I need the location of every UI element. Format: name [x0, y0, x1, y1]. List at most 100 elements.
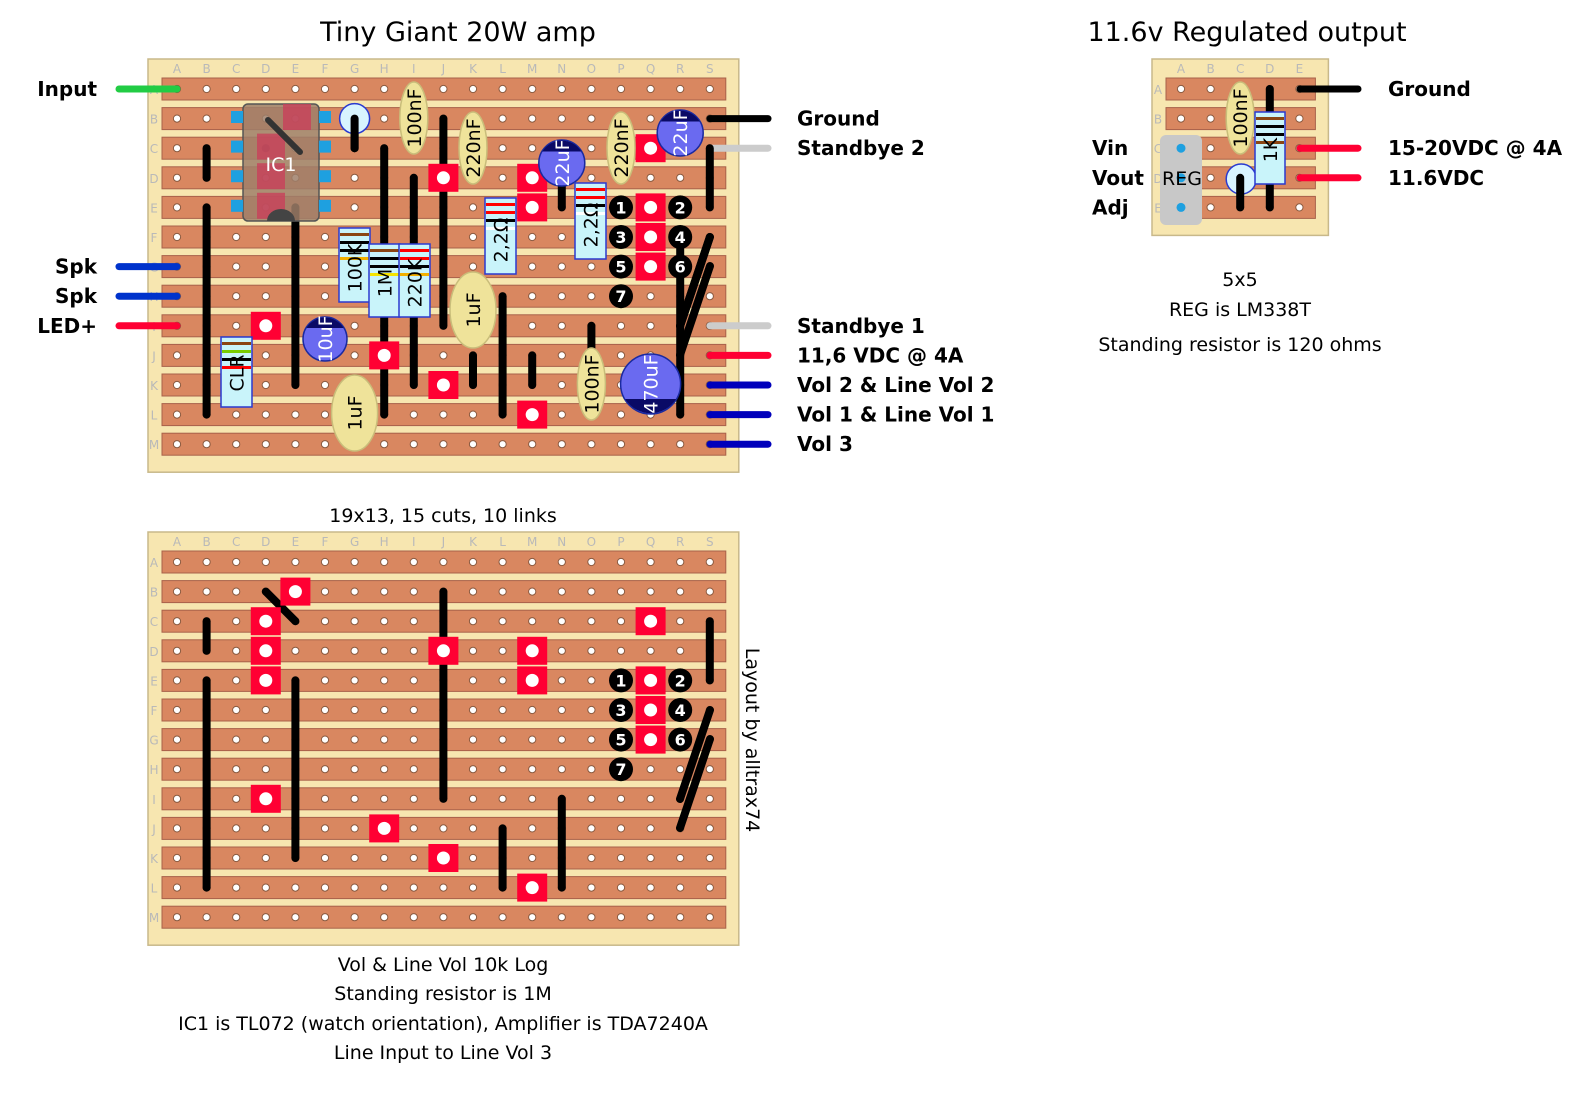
reg-resistor-1k-color-band — [1256, 125, 1284, 128]
bottom-hole — [705, 883, 714, 892]
reg-note-size: 5x5 — [1222, 269, 1257, 291]
top-col-label: E — [292, 62, 300, 76]
bottom-hole — [320, 557, 330, 567]
bottom-hole — [528, 853, 537, 863]
reg-hole — [1176, 84, 1186, 94]
resistor-2r2-1-color-band — [486, 203, 515, 206]
reg-resistor-1k-color-band — [1256, 141, 1284, 144]
amp-pin-number: 1 — [615, 198, 626, 217]
track-cut-hole — [377, 821, 391, 835]
top-hole — [350, 321, 359, 330]
reg-row-label: B — [1154, 113, 1162, 127]
reg-hole — [1206, 203, 1215, 212]
top-col-label: F — [322, 62, 329, 76]
bottom-hole — [380, 617, 389, 626]
bottom-hole — [320, 824, 330, 833]
bottom-hole — [676, 587, 685, 596]
top-row-label: L — [151, 409, 158, 423]
top-hole — [498, 173, 507, 182]
bottom-hole — [232, 883, 241, 892]
bottom-hole — [232, 853, 241, 863]
reg-wire-label-1: 15-20VDC @ 4A — [1388, 136, 1563, 160]
top-hole — [232, 321, 241, 330]
bottom-hole — [380, 794, 389, 803]
resistor-clr-color-band — [222, 366, 251, 369]
top-col-label: M — [527, 62, 537, 76]
bottom-hole — [616, 587, 626, 596]
amp-pin-marker — [668, 195, 693, 220]
bottom-hole — [380, 913, 389, 922]
bottom-hole — [468, 824, 478, 833]
top-hole — [528, 321, 537, 330]
bottom-hole — [232, 587, 241, 596]
top-hole — [646, 321, 655, 330]
amp-pin-marker — [668, 254, 693, 279]
top-hole — [616, 84, 626, 94]
bottom-hole — [557, 587, 566, 596]
reg-col-label: E — [1296, 62, 1304, 76]
amp-pin-number: 2 — [675, 198, 686, 217]
amp-pin-marker — [668, 698, 693, 722]
bottom-hole — [380, 557, 389, 567]
bottom-hole — [616, 913, 626, 922]
top-hole — [291, 410, 300, 419]
top-hole — [261, 232, 270, 242]
resistor-1m-color-band — [370, 273, 399, 276]
amp-pin-number: 7 — [615, 760, 626, 779]
top-hole — [291, 440, 300, 449]
track-cut-hole — [644, 230, 658, 244]
top-hole — [557, 440, 566, 449]
bottom-hole — [676, 557, 685, 567]
top-hole — [557, 351, 566, 360]
top-col-label: P — [617, 62, 624, 76]
bottom-hole — [261, 853, 270, 863]
track-cut-hole — [525, 200, 539, 214]
bottom-col-label: F — [322, 535, 329, 549]
bottom-hole — [172, 587, 182, 596]
bottom-col-label: N — [557, 535, 566, 549]
bottom-col-label: M — [527, 535, 537, 549]
bottom-col-label: Q — [646, 535, 655, 549]
bottom-hole — [676, 853, 685, 863]
bottom-col-label: P — [617, 535, 624, 549]
top-hole — [439, 410, 448, 419]
bottom-hole — [468, 883, 478, 892]
cap-100nf-2-label: 100nF — [581, 354, 603, 413]
bottom-hole — [557, 557, 566, 567]
bottom-hole — [172, 913, 182, 922]
top-hole — [616, 321, 626, 330]
top-hole — [320, 232, 330, 242]
resistor-100k-label: 100K — [345, 243, 367, 292]
bottom-hole — [350, 646, 359, 655]
top-hole — [468, 232, 478, 242]
track-cut-hole — [288, 585, 302, 599]
bottom-hole — [202, 557, 211, 567]
bottom-hole — [261, 883, 270, 892]
ic1-cut-under — [257, 163, 285, 190]
ic1-notch — [267, 209, 295, 221]
bottom-col-label: I — [412, 535, 416, 549]
bottom-hole — [498, 794, 507, 803]
wire-label-11-6-vdc-4a: 11,6 VDC @ 4A — [797, 343, 964, 367]
amp-pin-marker — [668, 668, 693, 693]
top-hole — [528, 144, 537, 153]
resistor-1m-color-band — [370, 265, 399, 268]
track-cut-hole — [644, 614, 658, 628]
bottom-hole — [528, 765, 537, 774]
ic1-pin — [319, 170, 331, 183]
cap-22uf-2-polarity-band — [660, 110, 700, 122]
top-hole — [616, 351, 626, 360]
track-cut-hole — [644, 703, 658, 717]
regulator-pin — [1176, 173, 1186, 183]
bottom-hole — [646, 765, 655, 774]
top-hole — [232, 410, 241, 419]
bottom-hole — [320, 617, 330, 626]
bottom-hole — [528, 735, 537, 744]
bottom-hole — [587, 617, 596, 626]
wire-label-spk: Spk — [55, 284, 98, 308]
track-cut-hole — [644, 260, 658, 274]
bottom-hole — [587, 646, 596, 655]
reg-cap-100nf-label: 100nF — [1230, 88, 1252, 147]
ic1-pin — [231, 140, 243, 153]
cap-470uf-label: 470uF — [641, 354, 663, 413]
